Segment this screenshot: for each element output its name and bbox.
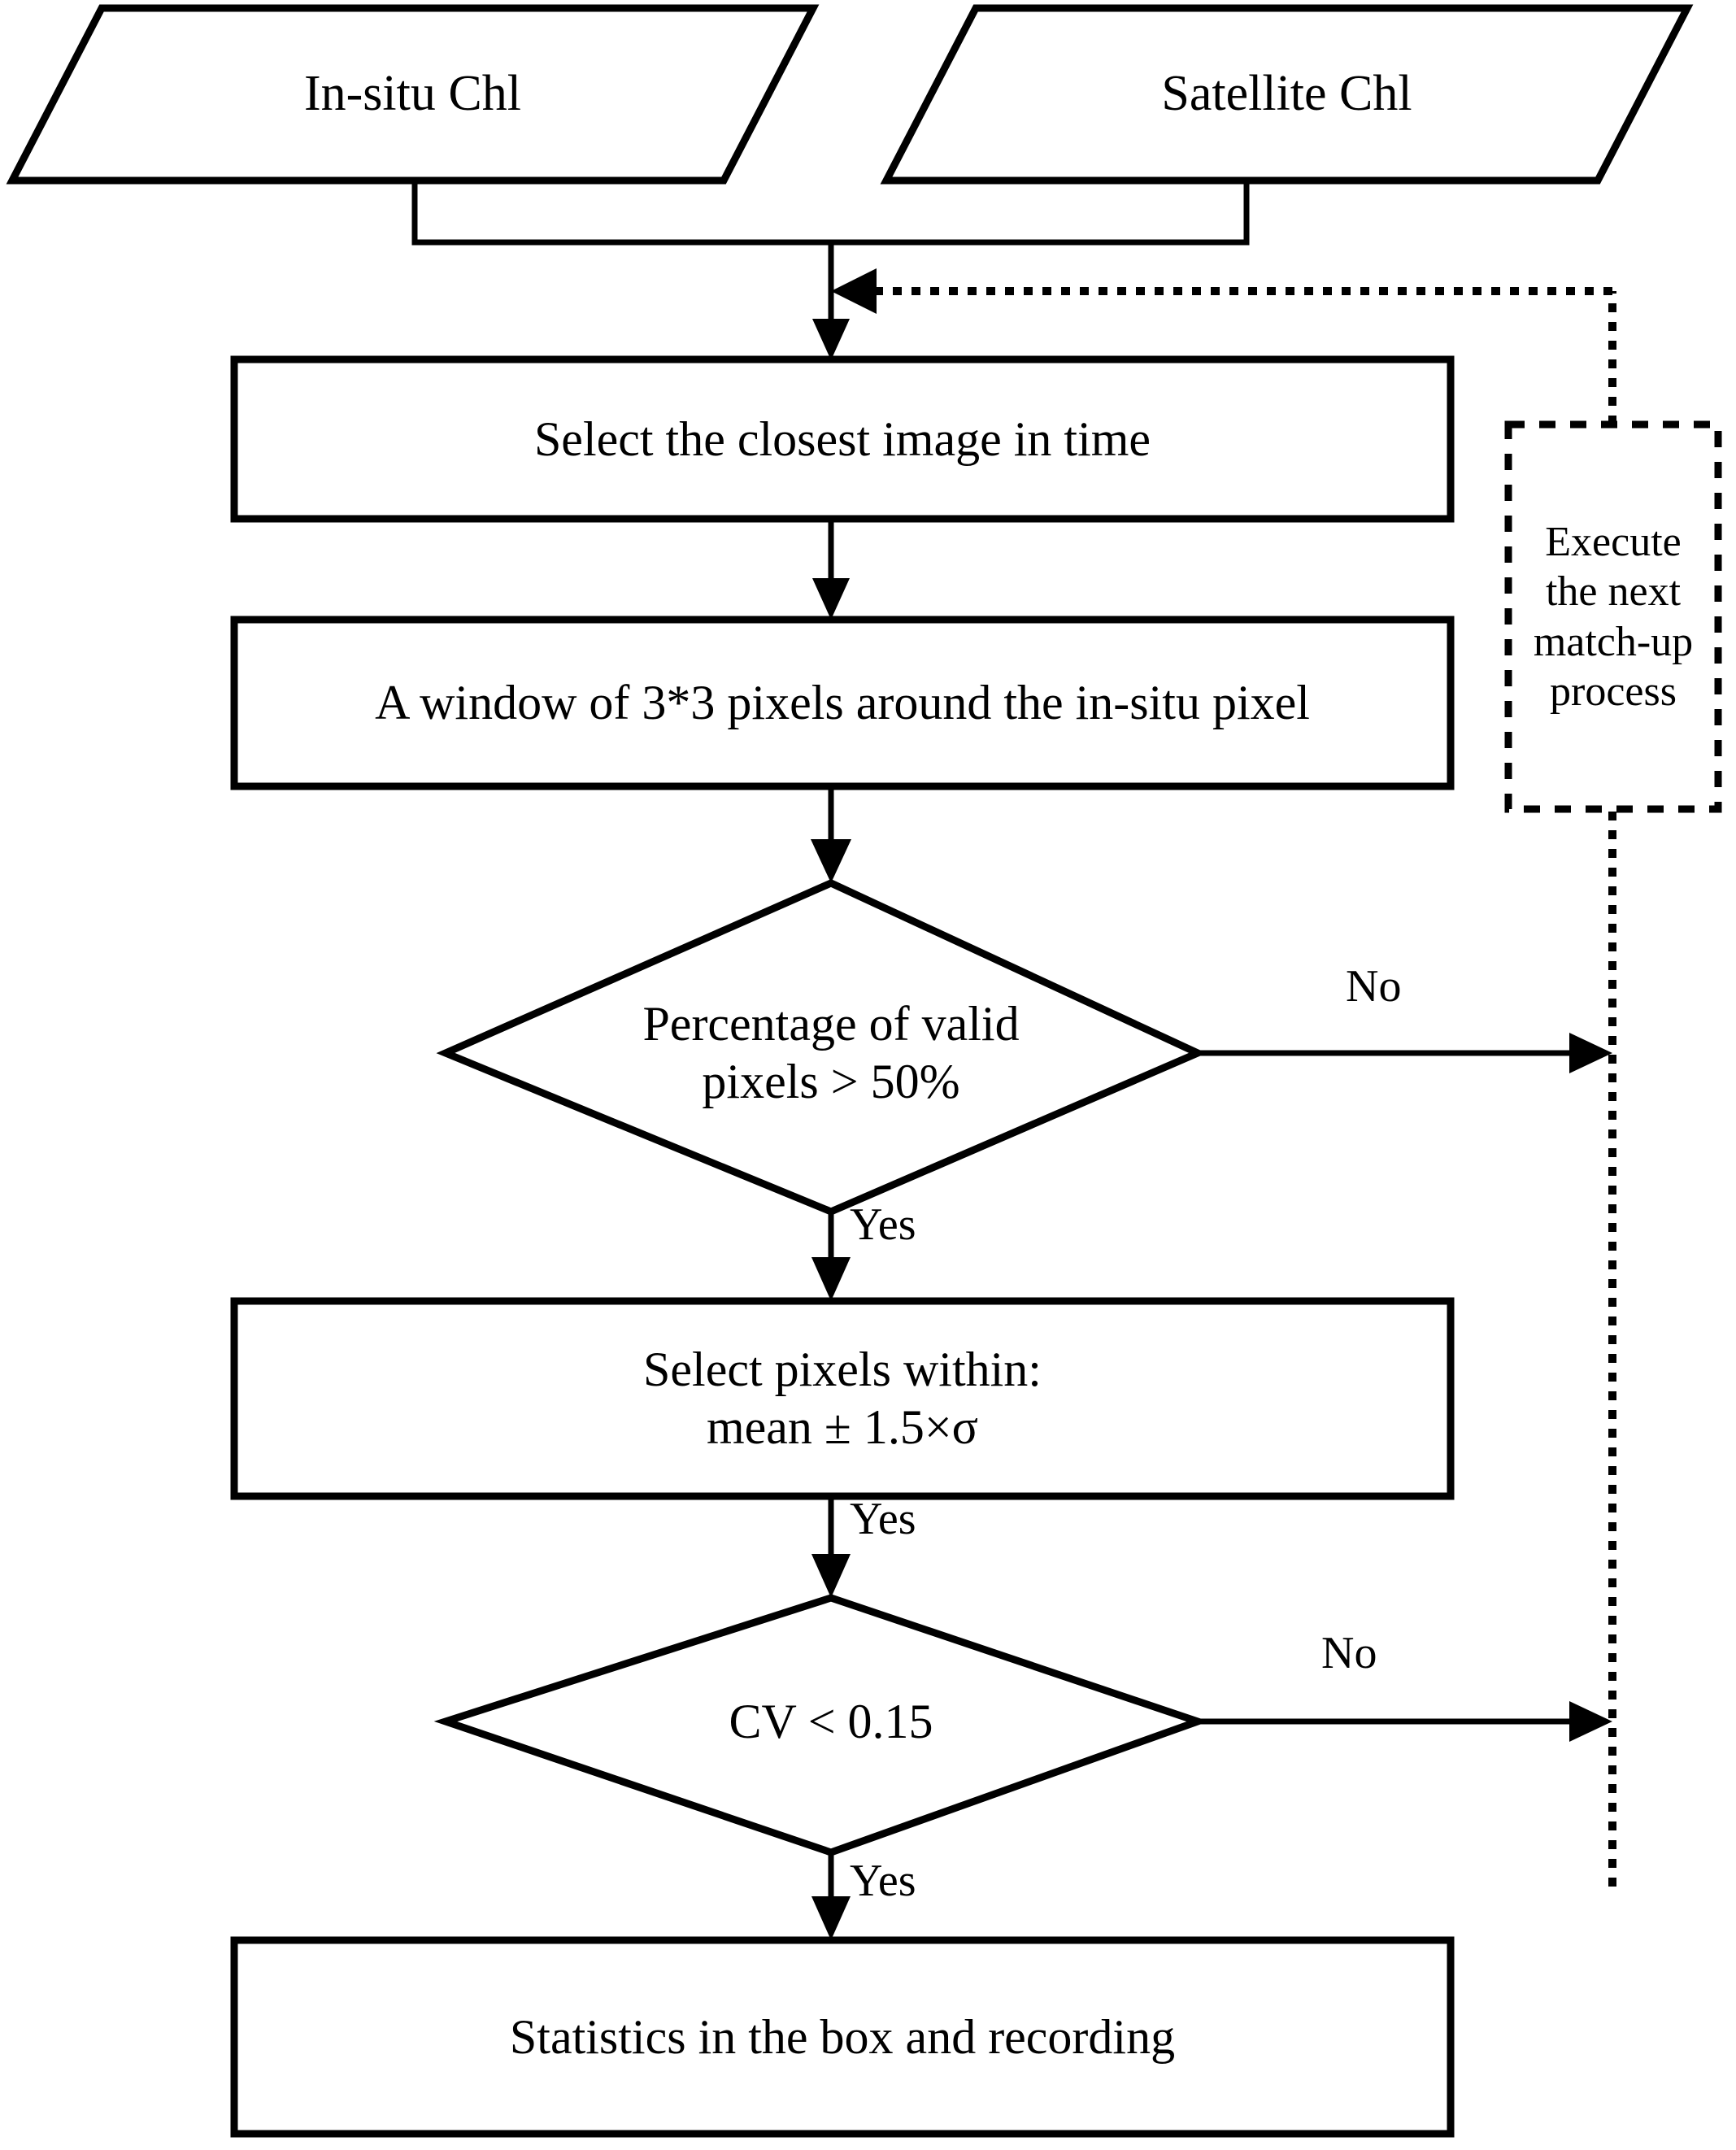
edge-join-bracket bbox=[411, 181, 1250, 246]
node-in-situ-chl-shape[interactable] bbox=[6, 4, 820, 185]
edge-label-cv-yes: Yes bbox=[850, 1856, 916, 1906]
node-valid-pixels-decision-shape[interactable] bbox=[436, 879, 1207, 1216]
edge-cv-no-arrowhead bbox=[1569, 1701, 1612, 1742]
edge-join-to-select-arrowhead bbox=[812, 319, 850, 360]
edge-loopback-arrowhead bbox=[831, 268, 877, 314]
edge-label-valid-yes: Yes bbox=[850, 1199, 916, 1250]
node-window-3x3-shape[interactable] bbox=[230, 616, 1455, 790]
edge-valid-yes-arrowhead bbox=[811, 1257, 851, 1301]
edge-valid-no-arrowhead bbox=[1569, 1033, 1612, 1073]
node-select-pixels-within-shape[interactable] bbox=[230, 1297, 1455, 1500]
node-statistics-recording-shape[interactable] bbox=[230, 1936, 1455, 2138]
node-select-closest-image-shape[interactable] bbox=[230, 355, 1455, 523]
node-execute-next-matchup-shape[interactable] bbox=[1504, 420, 1722, 813]
node-cv-decision-shape[interactable] bbox=[433, 1594, 1209, 1856]
edge-within-to-cv-arrowhead bbox=[811, 1554, 851, 1598]
edge-cv-yes-arrowhead bbox=[811, 1896, 851, 1940]
edge-window-to-decision-arrowhead bbox=[811, 839, 851, 883]
edge-label-valid-no: No bbox=[1346, 961, 1402, 1012]
edge-label-cv-no: No bbox=[1321, 1628, 1377, 1678]
edge-select-to-window-arrowhead bbox=[812, 578, 850, 620]
node-satellite-chl-shape[interactable] bbox=[880, 4, 1694, 185]
edge-label-within-yes: Yes bbox=[850, 1494, 916, 1544]
